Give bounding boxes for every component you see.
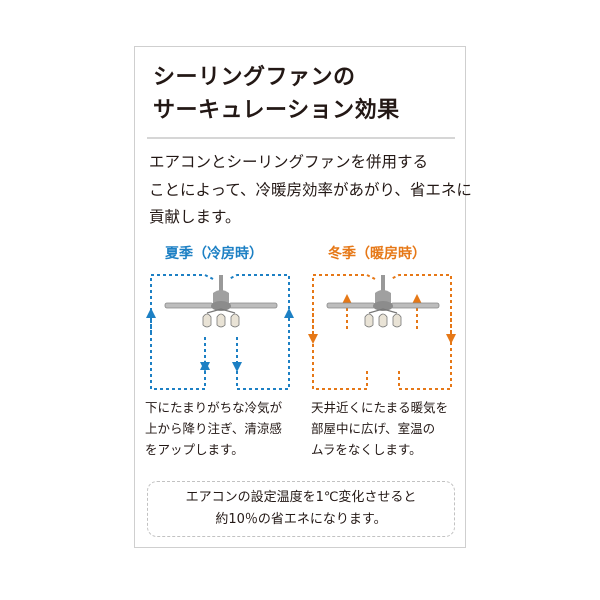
summer-desc-line-3: をアップします。 [145,442,244,457]
ceiling-fan-icon [164,275,278,328]
title-line-2: サーキュレーション効果 [153,98,400,123]
summer-desc-line-1: 下にたまりがちな冷気が [145,400,283,415]
note-line-2: 約10％の省エネになります。 [215,512,387,527]
winter-desc-line-2: 部屋中に広げ、室温の [311,421,436,436]
ceiling-fan-icon [326,275,440,328]
summer-flow-arrows [146,274,294,390]
summer-title: 夏季（冷房時） [165,246,263,262]
title-divider [147,137,455,139]
info-card: シーリングファンの サーキュレーション効果 エアコンとシーリングファンを併用する… [134,46,472,548]
title-line-1: シーリングファンの [153,65,356,90]
intro-line-3: 貢献します。 [149,208,241,226]
winter-desc-line-1: 天井近くにたまる暖気を [311,400,449,415]
winter-airflow-diagram [308,274,456,390]
summer-description: 下にたまりがちな冷気が 上から降り注ぎ、清涼感 をアップします。 [145,397,282,460]
winter-title: 冬季（暖房時） [328,246,426,262]
summer-airflow-diagram [146,274,294,390]
card-title: シーリングファンの サーキュレーション効果 [153,61,400,127]
winter-desc-line-3: ムラをなくします。 [311,442,422,457]
note-line-1: エアコンの設定温度を1℃変化させると [185,490,417,505]
intro-line-2: ことによって、冷暖房効率があがり、省エネに [149,180,472,199]
energy-saving-note: エアコンの設定温度を1℃変化させると 約10％の省エネになります。 [147,481,455,537]
winter-description: 天井近くにたまる暖気を 部屋中に広げ、室温の ムラをなくします。 [311,397,448,460]
intro-line-1: エアコンとシーリングファンを併用する [149,153,429,171]
summer-desc-line-2: 上から降り注ぎ、清涼感 [145,421,282,436]
intro-text: エアコンとシーリングファンを併用する ことによって、冷暖房効率があがり、省エネに… [149,149,472,232]
